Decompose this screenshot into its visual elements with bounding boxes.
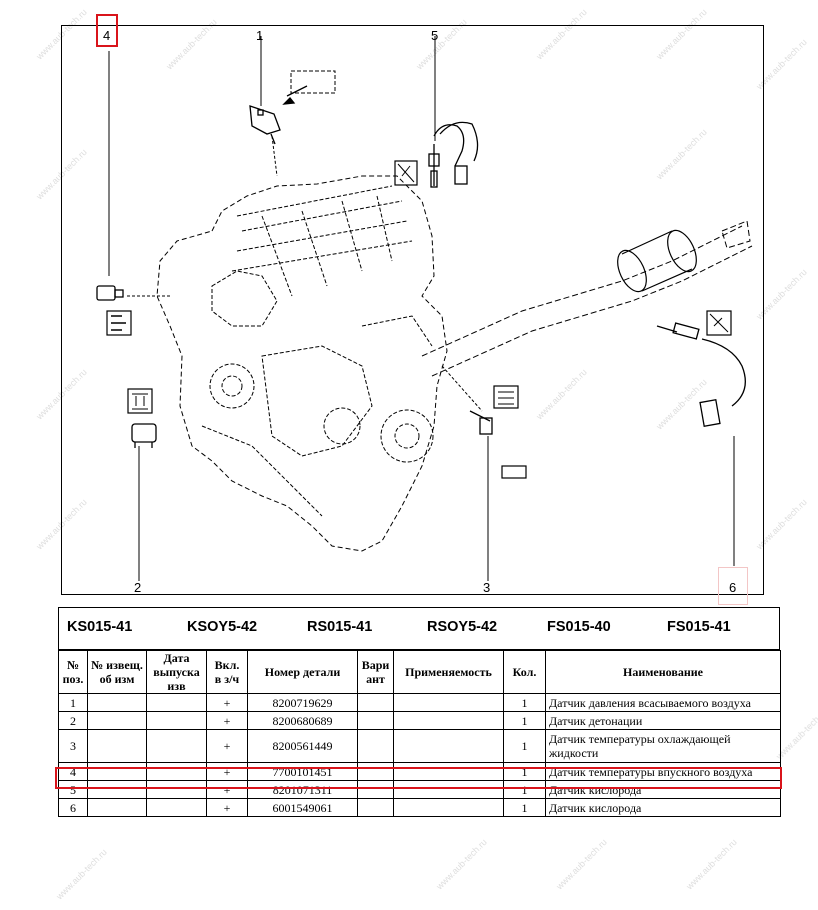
cell-incl: + [206, 693, 248, 712]
cell-variant [357, 798, 394, 817]
callout-4-highlight [96, 14, 118, 47]
header-pos: № поз. [58, 650, 88, 694]
cell-variant [357, 729, 394, 763]
cell-pos: 6 [58, 798, 88, 817]
cell-incl: + [206, 729, 248, 763]
intake-duct [421, 220, 753, 377]
cell-notif [87, 729, 147, 763]
cell-name: Датчик кислорода [545, 780, 781, 799]
cell-part-number: 8201071311 [247, 780, 358, 799]
table-header-row: № поз. № извещ. об изм Дата выпуска изв … [58, 650, 781, 694]
sensor-1 [249, 85, 308, 145]
header-notif: № извещ. об изм [87, 650, 147, 694]
header-part-number: Номер детали [247, 650, 358, 694]
header-applicability: Применяемость [393, 650, 504, 694]
leader-1b [271, 135, 278, 177]
sensor-3 [469, 410, 493, 435]
header-date: Дата выпуска изв [146, 650, 207, 694]
icon-box-4 [106, 310, 132, 336]
sensor-6 [656, 322, 746, 427]
header-variant: Вари ант [357, 650, 394, 694]
watermark: www.aub-tech.ru [54, 847, 109, 902]
cell-qty: 1 [503, 711, 546, 730]
sensor-2 [131, 423, 157, 448]
table-row-highlighted: 4 + 7700101451 1 Датчик температуры впус… [58, 762, 781, 781]
cell-pos: 2 [58, 711, 88, 730]
icon-box-2 [127, 388, 153, 414]
cell-part-number: 6001549061 [247, 798, 358, 817]
table-row: 6 + 6001549061 1 Датчик кислорода [58, 798, 781, 817]
callout-5: 5 [431, 28, 439, 43]
leader-lines [108, 36, 735, 581]
callout-3: 3 [483, 580, 491, 595]
callout-2: 2 [134, 580, 142, 595]
cell-notif [87, 798, 147, 817]
cell-variant [357, 711, 394, 730]
cell-applicability [393, 693, 504, 712]
variant-code: RSOY5-42 [427, 619, 498, 635]
cell-part-number: 8200561449 [247, 729, 358, 763]
watermark: www.aub-tech.ru [554, 837, 609, 892]
valve-cover [211, 185, 413, 327]
cell-qty: 1 [503, 798, 546, 817]
cell-name: Датчик кислорода [545, 798, 781, 817]
variant-code: KS015-41 [67, 619, 133, 635]
engine-block [156, 175, 448, 552]
callout-4: 4 [103, 28, 111, 43]
icon-box-3 [493, 385, 519, 409]
variant-code: FS015-40 [547, 619, 611, 635]
cell-applicability [393, 711, 504, 730]
cell-pos: 1 [58, 693, 88, 712]
cell-variant [357, 693, 394, 712]
icon-box-5 [394, 160, 418, 186]
cell-date [146, 729, 207, 763]
sensor-5 [428, 121, 479, 188]
diagram-frame [61, 25, 764, 595]
cell-notif [87, 711, 147, 730]
cell-notif [87, 693, 147, 712]
dashed-box-3 [501, 465, 527, 479]
icon-box-6 [706, 310, 732, 336]
cell-incl: + [206, 711, 248, 730]
callout-6: 6 [729, 580, 737, 595]
watermark: www.aub-tech.ru [434, 837, 489, 892]
variant-code: RS015-41 [307, 619, 373, 635]
table-row: 1 + 8200719629 1 Датчик давления всасыва… [58, 693, 781, 712]
cell-incl: + [206, 798, 248, 817]
cell-date [146, 798, 207, 817]
cell-part-number: 8200680689 [247, 711, 358, 730]
cell-name: Датчик давления всасываемого воздуха [545, 693, 781, 712]
cell-date [146, 711, 207, 730]
cell-qty: 1 [503, 693, 546, 712]
header-qty: Кол. [503, 650, 546, 694]
variant-code: KSOY5-42 [187, 619, 258, 635]
leader-3b [441, 365, 483, 412]
table-row: 2 + 8200680689 1 Датчик детонации [58, 711, 781, 730]
callout-1: 1 [256, 28, 264, 43]
variant-code: FS015-41 [667, 619, 731, 635]
watermark: www.aub-tech.ru [684, 837, 739, 892]
cell-name: Датчик детонации [545, 711, 781, 730]
header-incl: Вкл. в з/ч [206, 650, 248, 694]
cell-name: Датчик температуры охлаждающей жидкости [545, 729, 781, 763]
air-filter [617, 229, 697, 293]
row-4-highlight [55, 767, 782, 789]
callout-6-marker [718, 567, 748, 605]
engine-diagram [96, 36, 753, 581]
cell-pos: 3 [58, 729, 88, 763]
table-row: 3 + 8200561449 1 Датчик температуры охла… [58, 729, 781, 763]
cell-applicability [393, 798, 504, 817]
engine-lower [201, 315, 434, 517]
cell-part-number: 8200719629 [247, 693, 358, 712]
sensor-4 [96, 285, 124, 301]
table-row: 5 + 8201071311 1 Датчик кислорода [58, 780, 781, 799]
variant-codes-bar: KS015-41 KSOY5-42 RS015-41 RSOY5-42 FS01… [58, 607, 780, 650]
dashed-box-1 [290, 70, 336, 94]
cell-applicability [393, 729, 504, 763]
cell-date [146, 693, 207, 712]
header-name: Наименование [545, 650, 781, 694]
cell-qty: 1 [503, 729, 546, 763]
parts-table: № поз. № извещ. об изм Дата выпуска изв … [58, 650, 781, 817]
